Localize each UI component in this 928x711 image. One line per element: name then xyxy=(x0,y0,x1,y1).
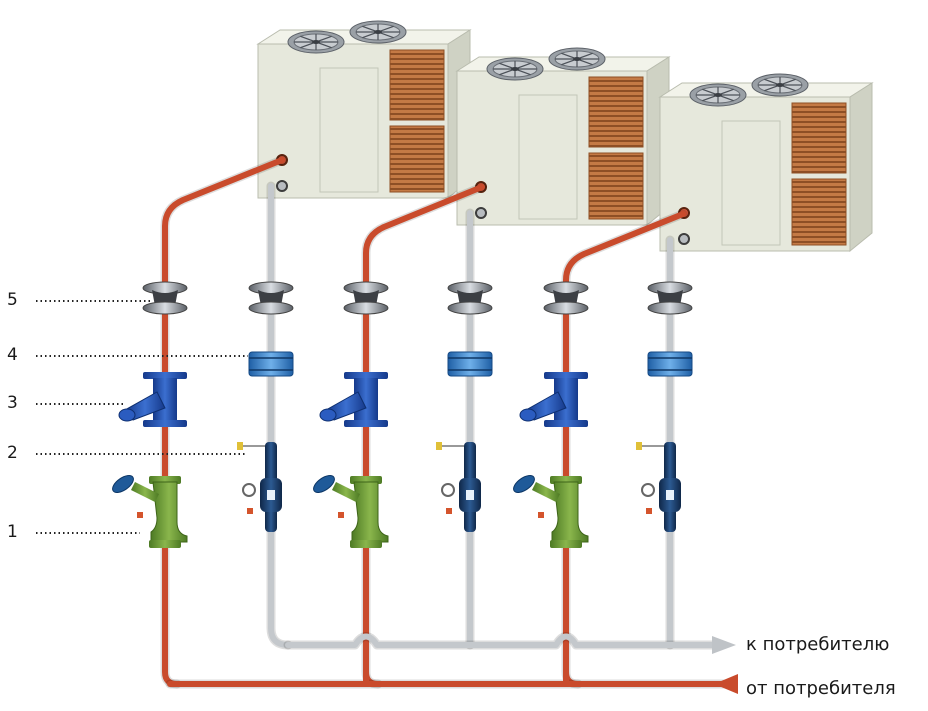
expansion-joint-icon xyxy=(647,351,693,377)
fan-icon xyxy=(751,73,809,97)
handwheel-icon xyxy=(441,483,455,497)
test-port-icon xyxy=(538,512,544,518)
condenser-grille xyxy=(588,152,644,220)
balancing-valve-icon xyxy=(513,475,589,548)
vibration-damper-icon xyxy=(543,281,589,315)
vibration-damper-icon xyxy=(647,281,693,315)
condenser-grille xyxy=(588,76,644,148)
callout-4: 4 xyxy=(7,345,18,365)
chiller-unit xyxy=(658,73,874,253)
callout-5: 5 xyxy=(7,290,18,310)
test-port-icon xyxy=(338,512,344,518)
inlet-port xyxy=(678,233,690,245)
vibration-damper-icon xyxy=(142,281,188,315)
handwheel-icon xyxy=(313,475,335,493)
vibration-damper-icon xyxy=(248,281,294,315)
chiller-unit xyxy=(455,47,671,227)
strainer-icon xyxy=(118,372,187,427)
test-port-icon xyxy=(646,508,652,514)
return-arrow-icon xyxy=(714,674,738,694)
chiller-unit xyxy=(256,20,472,200)
fan-icon xyxy=(548,47,606,71)
condenser-grille xyxy=(791,102,847,174)
handwheel-icon xyxy=(112,475,134,493)
condenser-grille xyxy=(389,49,445,121)
return-label: от потребителя xyxy=(746,678,896,699)
callout-2: 2 xyxy=(7,443,18,463)
condenser-grille xyxy=(389,125,445,193)
test-port-icon xyxy=(137,512,143,518)
inlet-port xyxy=(475,207,487,219)
supply-label: к потребителю xyxy=(746,634,890,655)
handwheel-icon xyxy=(641,483,655,497)
inlet-port xyxy=(276,180,288,192)
supply-header-pipe xyxy=(285,633,721,648)
flow-meter-icon xyxy=(237,442,282,532)
condenser-grille xyxy=(791,178,847,246)
supply-arrow-icon xyxy=(712,636,736,654)
balancing-valve-icon xyxy=(112,475,188,548)
test-port-icon xyxy=(446,508,452,514)
callout-3: 3 xyxy=(7,393,18,413)
expansion-joint-icon xyxy=(248,351,294,377)
fan-icon xyxy=(349,20,407,44)
fan-icon xyxy=(486,57,544,81)
flow-meter-icon xyxy=(436,442,481,532)
vibration-damper-icon xyxy=(343,281,389,315)
supply-riser-pipe xyxy=(363,184,485,687)
fan-icon xyxy=(689,83,747,107)
expansion-joint-icon xyxy=(447,351,493,377)
fan-icon xyxy=(287,30,345,54)
handwheel-icon xyxy=(513,475,535,493)
strainer-icon xyxy=(319,372,388,427)
balancing-valve-icon xyxy=(313,475,389,548)
callout-1: 1 xyxy=(7,522,18,542)
vibration-damper-icon xyxy=(447,281,493,315)
test-port-icon xyxy=(247,508,253,514)
flow-meter-icon xyxy=(636,442,681,532)
strainer-icon xyxy=(519,372,588,427)
handwheel-icon xyxy=(242,483,256,497)
chiller-return-pipe xyxy=(268,183,291,648)
